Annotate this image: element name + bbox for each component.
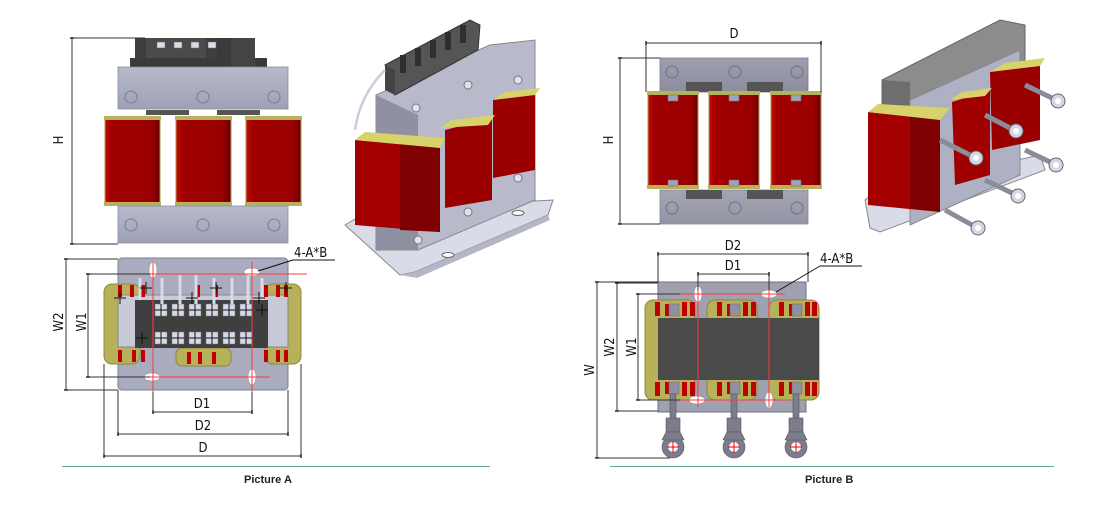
caption-picture-a: Picture A <box>244 474 292 486</box>
terminal-block <box>130 38 267 67</box>
top-yoke-b <box>659 57 809 93</box>
dimensions-b-bottom <box>595 252 809 459</box>
core-b <box>658 318 819 380</box>
centerlines-b <box>677 275 785 407</box>
picture-b-front-view: D H <box>602 27 822 225</box>
label-w1-a: W1 <box>75 312 90 331</box>
label-w2-a: W2 <box>52 312 67 331</box>
dimension-h-a <box>70 37 145 245</box>
picture-a-bottom-view: W2 W1 D1 D2 D 4-A*B <box>52 246 335 458</box>
picture-a-front-view: H <box>52 37 302 245</box>
caption-picture-b: Picture B <box>805 474 854 486</box>
label-h-b: H <box>602 136 617 145</box>
lug-terminals-b <box>661 393 808 459</box>
label-d1-b: D1 <box>725 259 741 274</box>
picture-b-bottom-view: D2 D1 W W2 W1 4-A*B <box>583 239 862 459</box>
divider-a <box>62 466 490 467</box>
label-holes-b: 4-A*B <box>820 252 853 267</box>
label-w2-b: W2 <box>603 337 618 356</box>
isometric-coils <box>355 88 540 232</box>
centerlines-a <box>135 262 307 392</box>
bottom-yoke <box>117 205 289 244</box>
dimensions-d-a <box>103 364 302 458</box>
hole-callout-b <box>775 265 862 293</box>
coils <box>104 116 302 206</box>
hole-callout-a <box>257 259 335 272</box>
label-holes-a: 4-A*B <box>294 246 327 261</box>
label-d1-a: D1 <box>194 397 210 412</box>
dimensions-b-front <box>618 41 822 225</box>
label-w1-b: W1 <box>625 337 640 356</box>
label-d-b: D <box>729 27 738 42</box>
picture-a-isometric-view <box>344 19 554 278</box>
picture-b-isometric-view <box>864 19 1066 236</box>
yoke-bolts <box>124 90 281 104</box>
top-yoke <box>117 66 289 110</box>
dimensions-w-a <box>64 258 150 391</box>
divider-b <box>610 466 1054 467</box>
label-d2-b: D2 <box>725 239 741 254</box>
label-d-a: D <box>198 441 207 456</box>
coils-b <box>647 91 822 189</box>
label-h-a: H <box>52 136 67 145</box>
label-w-b: W <box>583 364 598 376</box>
label-d2-a: D2 <box>195 419 211 434</box>
